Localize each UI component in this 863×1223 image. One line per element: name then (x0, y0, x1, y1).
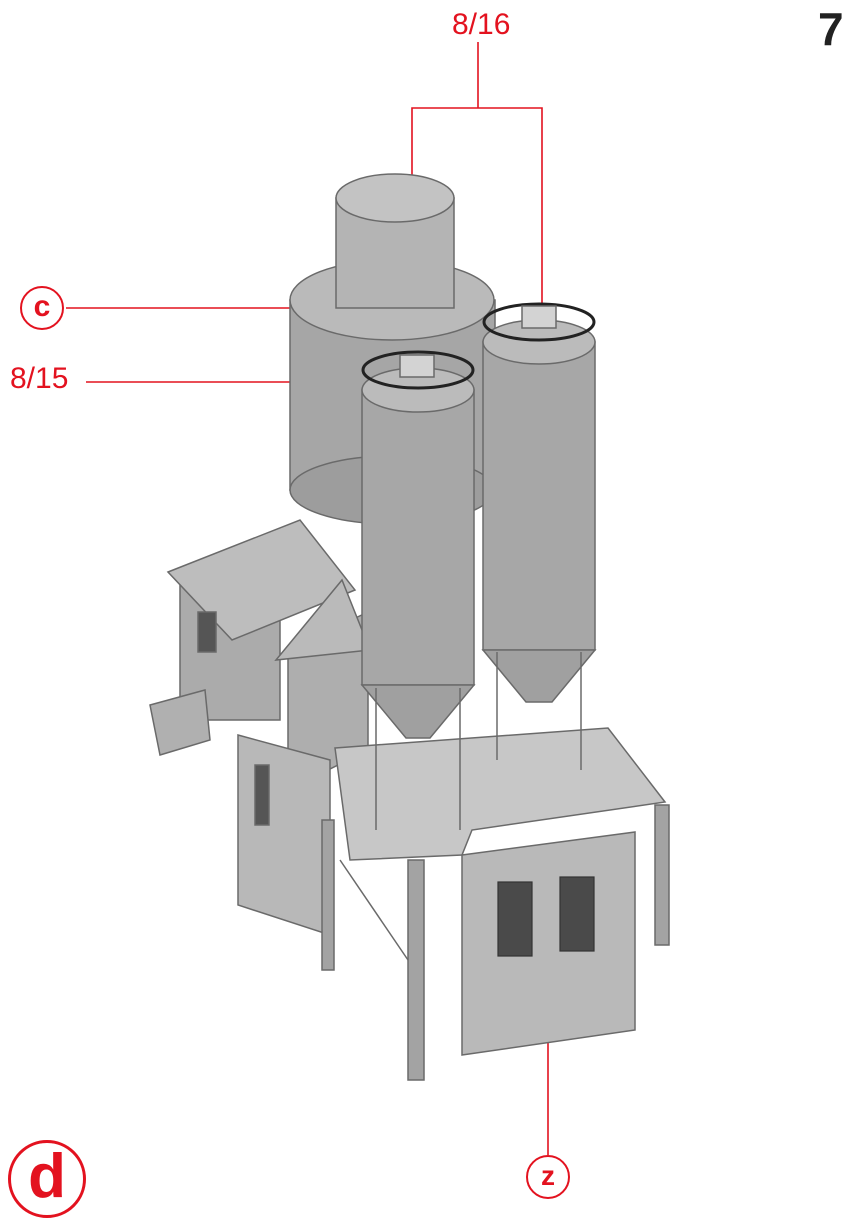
right-silo (481, 302, 597, 770)
left-silo (360, 350, 476, 830)
middle-building (237, 578, 372, 937)
platform (321, 727, 670, 1081)
marker-d: d (8, 1140, 86, 1218)
marker-c: c (20, 286, 64, 330)
hut-windows (497, 876, 595, 957)
page-number: 7 (818, 3, 844, 55)
label-8-15: 8/15 (10, 362, 69, 395)
left-shed (149, 519, 357, 756)
label-8-16: 8/16 (452, 8, 511, 41)
marker-z: z (526, 1155, 570, 1199)
